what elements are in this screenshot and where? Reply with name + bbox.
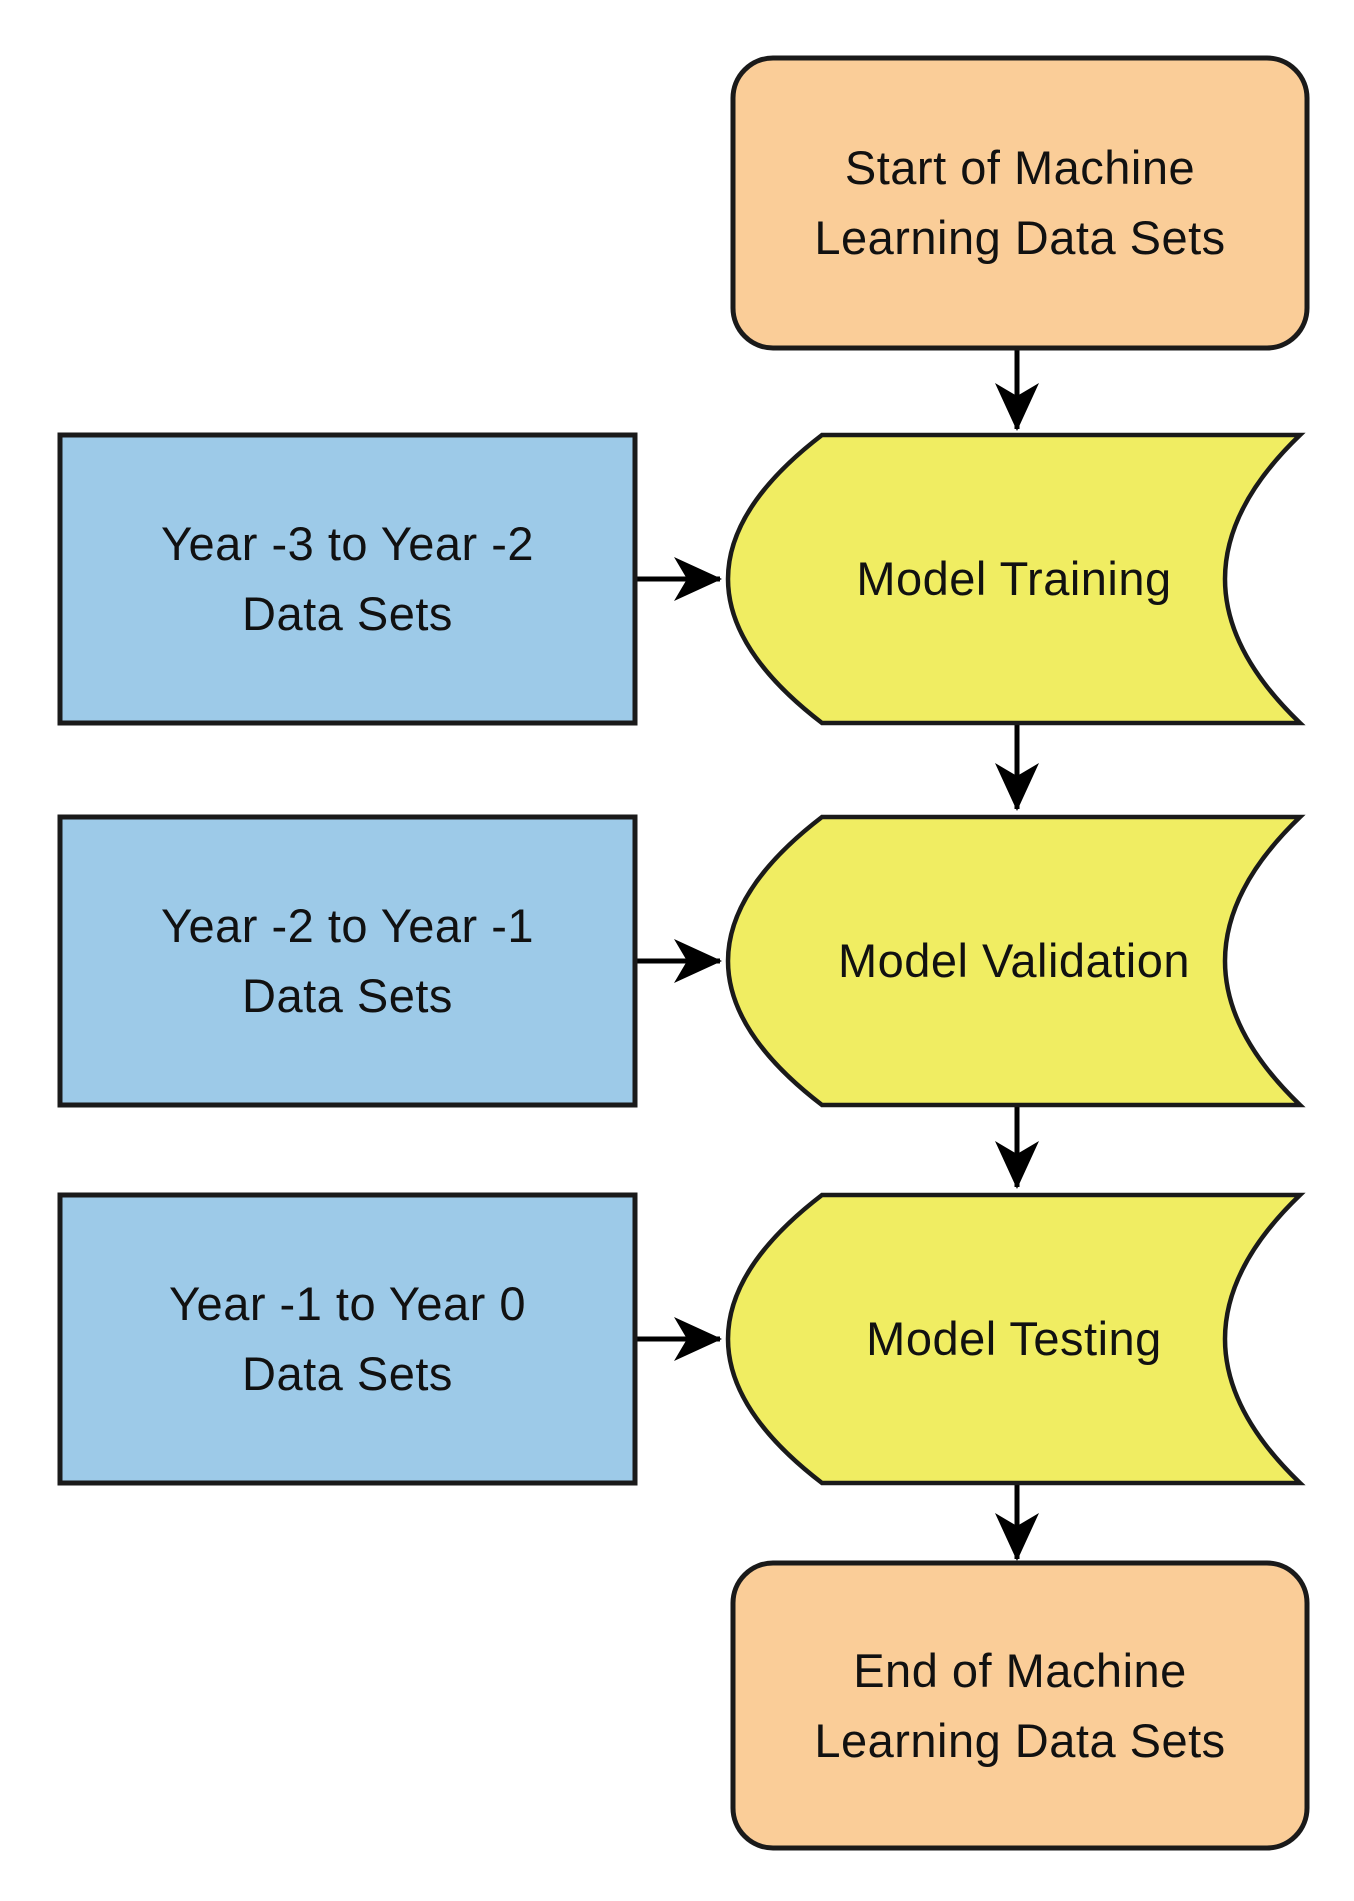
end-terminator-shape bbox=[730, 1560, 1310, 1851]
dataset-box-year-minus1-zero bbox=[57, 1192, 638, 1486]
model-testing-shape bbox=[725, 1192, 1306, 1486]
start-terminator-shape bbox=[730, 55, 1310, 351]
dataset-box-year-minus2-minus1 bbox=[57, 814, 638, 1108]
model-training-shape bbox=[725, 432, 1306, 726]
model-validation-shape bbox=[725, 814, 1306, 1108]
dataset-box-year-minus3-minus2 bbox=[57, 432, 638, 726]
